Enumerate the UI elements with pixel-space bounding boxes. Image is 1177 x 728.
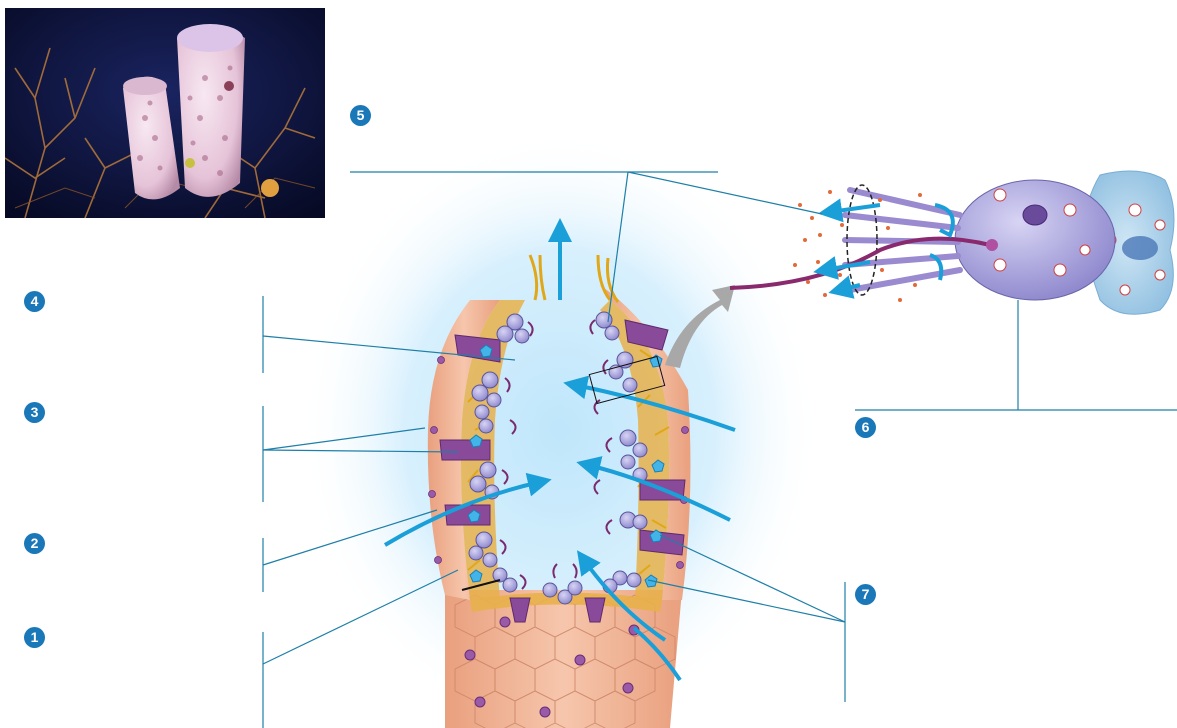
choanocyte-inset (730, 171, 1174, 314)
marker-3: 3 (24, 402, 45, 423)
marker-5: 5 (350, 105, 371, 126)
marker-1: 1 (24, 627, 45, 648)
marker-7: 7 (855, 584, 876, 605)
marker-2: 2 (24, 533, 45, 554)
marker-4: 4 (24, 291, 45, 312)
marker-6: 6 (855, 417, 876, 438)
